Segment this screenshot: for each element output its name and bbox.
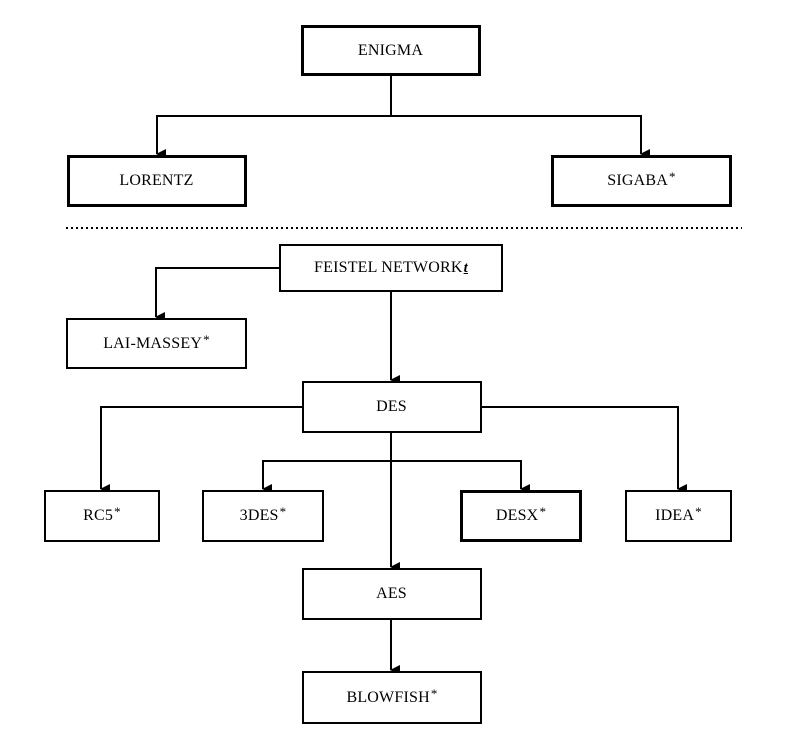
node-rc5-label: RC5 [83,507,114,524]
edge-des-desx [391,460,530,494]
node-idea-label: IDEA [655,507,695,524]
node-sigaba: SIGABA* [551,155,732,207]
node-3des: 3DES* [202,490,324,542]
node-idea: IDEA* [625,490,732,542]
node-enigma-label: ENIGMA [357,41,424,59]
node-feistel-label: FEISTEL NETWORK [314,259,463,276]
edge-enigma-lorentz [156,76,392,159]
node-des: DES [302,381,482,433]
node-aes: AES [302,568,482,620]
node-sigaba-label: SIGABA [607,172,669,189]
node-des-label: DES [376,398,407,415]
edge-des-idea [481,406,687,494]
edge-des-rc5 [100,406,303,494]
node-desx: DESX* [460,490,582,542]
node-blowfish-mark: * [430,685,438,701]
node-blowfish: BLOWFISH* [302,671,482,724]
node-3des-mark: * [279,504,287,519]
node-blowfish-label: BLOWFISH [346,688,430,706]
node-lorentz-label: LORENTZ [119,172,194,189]
node-lorentz: LORENTZ [67,155,247,207]
node-enigma: ENIGMA [301,25,481,76]
node-rc5-mark: * [114,504,121,519]
node-lai-massey-mark: * [203,331,210,347]
node-feistel-mark: t [463,259,468,276]
node-lai-massey: LAI-MASSEY* [66,318,247,369]
node-aes-label: AES [376,585,407,602]
node-3des-label: 3DES [239,507,279,524]
edge-des-3des [262,460,391,494]
node-rc5: RC5* [44,490,160,542]
node-desx-mark: * [539,504,547,519]
edge-feistel-laimassey [155,267,280,322]
node-desx-label: DESX [495,507,539,524]
node-sigaba-mark: * [669,169,676,184]
node-idea-mark: * [695,504,702,519]
node-lai-massey-label: LAI-MASSEY [103,334,203,352]
edge-enigma-sigaba [391,115,650,159]
